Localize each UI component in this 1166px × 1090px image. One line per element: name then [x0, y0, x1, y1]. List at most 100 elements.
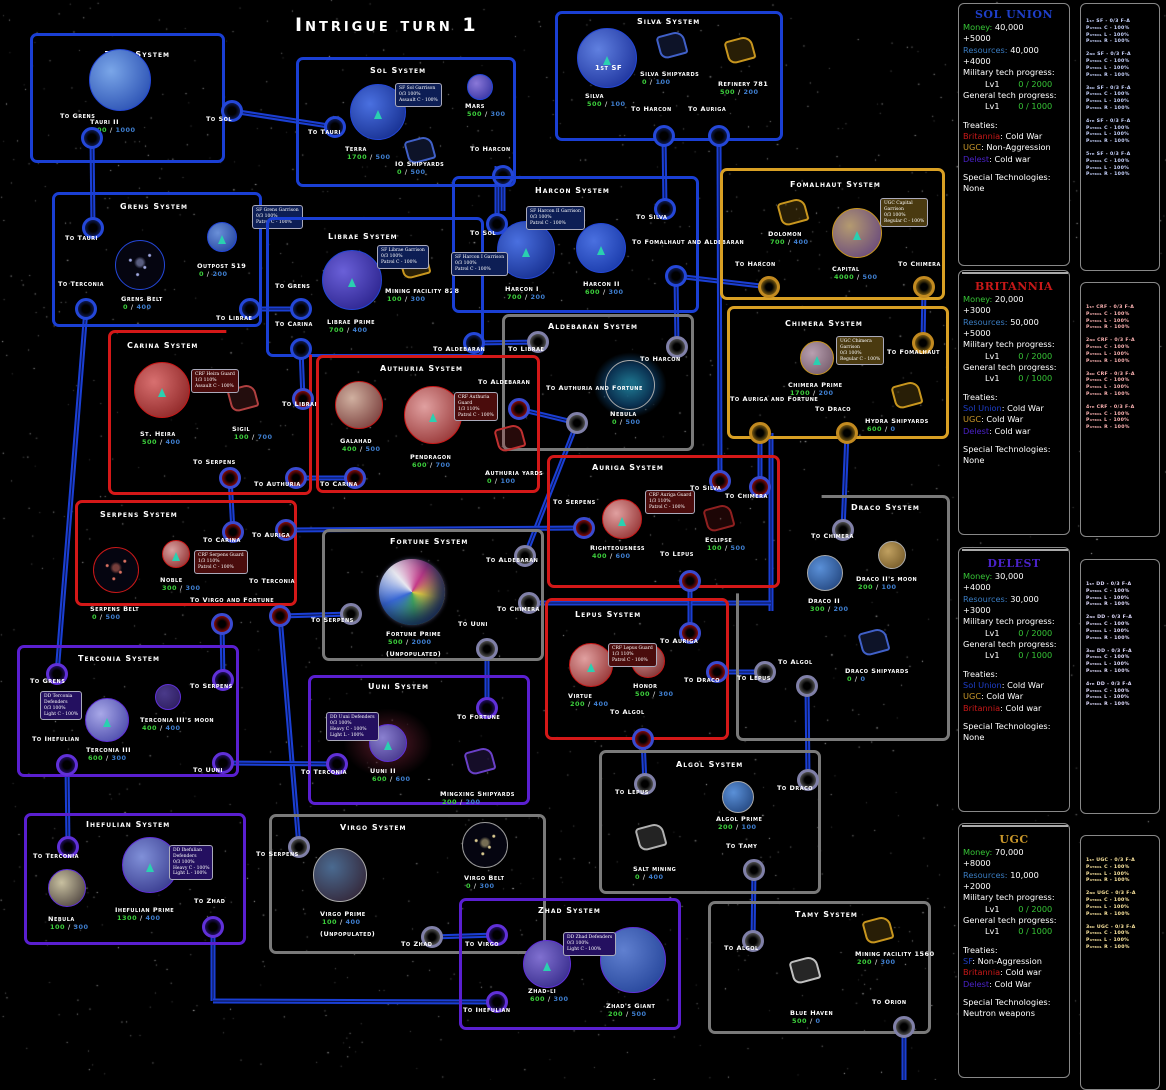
- system-carina[interactable]: [108, 330, 312, 495]
- jump-link-label[interactable]: To Carina: [203, 536, 241, 544]
- asteroid-belt-icon[interactable]: [93, 547, 139, 593]
- jump-node[interactable]: [742, 930, 764, 952]
- fleet-ship-icon[interactable]: [543, 962, 551, 971]
- jump-link-label[interactable]: To Algol: [778, 658, 813, 666]
- system-serpens[interactable]: [75, 500, 297, 606]
- jump-node[interactable]: [239, 298, 261, 320]
- jump-node[interactable]: [743, 859, 765, 881]
- jump-node[interactable]: [202, 916, 224, 938]
- fleet-ship-icon[interactable]: [172, 552, 180, 561]
- jump-node[interactable]: [632, 728, 654, 750]
- fleet-ship-icon[interactable]: [348, 278, 356, 287]
- jump-node[interactable]: [514, 545, 536, 567]
- system-ihefulian[interactable]: [24, 813, 246, 945]
- jump-link-label[interactable]: To Authuria: [254, 480, 301, 488]
- jump-node[interactable]: [573, 517, 595, 539]
- jump-link-label[interactable]: To Harcon: [631, 105, 672, 113]
- jump-link-label[interactable]: To Aldebaran: [433, 345, 486, 353]
- jump-node[interactable]: [518, 592, 540, 614]
- jump-node[interactable]: [288, 836, 310, 858]
- jump-node[interactable]: [708, 125, 730, 147]
- jump-node[interactable]: [709, 470, 731, 492]
- jump-node[interactable]: [211, 613, 233, 635]
- jump-node[interactable]: [221, 100, 243, 122]
- jump-link-label[interactable]: To Lepus: [660, 550, 694, 558]
- garrison-label[interactable]: UGC Capital Garrison 0/3 100% Regular C …: [880, 198, 929, 228]
- jump-link-label[interactable]: To Fomalhaut and Aldebaran: [632, 238, 745, 246]
- jump-link-label[interactable]: To Aldebaran: [478, 378, 531, 386]
- garrison-label[interactable]: DD Terconia Defenders 0/3 100% Light C -…: [40, 691, 83, 721]
- jump-node[interactable]: [486, 991, 508, 1013]
- jump-node[interactable]: [324, 116, 346, 138]
- jump-node[interactable]: [566, 412, 588, 434]
- jump-link-label[interactable]: To Authuria and Fortune: [546, 384, 643, 392]
- system-grens[interactable]: [52, 192, 262, 327]
- system-tamy[interactable]: [708, 901, 931, 1034]
- jump-link-label[interactable]: To Chimera: [725, 492, 768, 500]
- jump-link-label[interactable]: To Lepus: [737, 674, 771, 682]
- jump-link-label[interactable]: To Fomalhaut: [887, 348, 941, 356]
- jump-node[interactable]: [527, 331, 549, 353]
- planet-icon[interactable]: [577, 28, 637, 88]
- jump-node[interactable]: [463, 332, 485, 354]
- jump-link-label[interactable]: To Serpens: [190, 682, 233, 690]
- jump-node[interactable]: [486, 924, 508, 946]
- jump-link-label[interactable]: To Serpens: [193, 458, 236, 466]
- jump-node[interactable]: [486, 213, 508, 235]
- jump-link-label[interactable]: To Auriga: [688, 105, 727, 113]
- fleet-ship-icon[interactable]: [522, 248, 530, 257]
- jump-link-label[interactable]: To Terconia: [58, 280, 104, 288]
- jump-link-label[interactable]: To Harcon: [640, 355, 681, 363]
- jump-link-label[interactable]: To Carina: [275, 320, 313, 328]
- jump-link-label[interactable]: To Auriga: [252, 531, 291, 539]
- system-aldebaran[interactable]: [502, 314, 694, 451]
- planet-icon[interactable]: [878, 541, 906, 569]
- fleet-ship-icon[interactable]: [374, 110, 382, 119]
- jump-node[interactable]: [758, 276, 780, 298]
- jump-node[interactable]: [219, 467, 241, 489]
- jump-link-label[interactable]: To Silva: [636, 213, 668, 221]
- garrison-label[interactable]: SF Sol Garrison 0/3 100% Assault C - 100…: [395, 83, 442, 107]
- garrison-label[interactable]: CRF Heira Guard 1/3 110% Assault C - 100…: [191, 369, 239, 393]
- planet-icon[interactable]: [89, 49, 151, 111]
- jump-link-label[interactable]: To Chimera: [497, 605, 540, 613]
- jump-link-label[interactable]: To Orion: [872, 998, 907, 1006]
- jump-node[interactable]: [81, 127, 103, 149]
- jump-link-label[interactable]: To Draco: [777, 784, 813, 792]
- asteroid-belt-icon[interactable]: [462, 822, 508, 868]
- jump-node[interactable]: [653, 125, 675, 147]
- jump-node[interactable]: [75, 298, 97, 320]
- jump-link-label[interactable]: To Librae: [282, 400, 319, 408]
- jump-node[interactable]: [754, 661, 776, 683]
- jump-node[interactable]: [679, 570, 701, 592]
- jump-link-label[interactable]: To Librae: [508, 345, 545, 353]
- jump-link-label[interactable]: To Serpens: [553, 498, 596, 506]
- system-authuria[interactable]: [316, 355, 540, 493]
- jump-node[interactable]: [893, 1016, 915, 1038]
- jump-link-label[interactable]: To Zhad: [401, 940, 433, 948]
- jump-node[interactable]: [836, 422, 858, 444]
- jump-node[interactable]: [326, 753, 348, 775]
- system-uuni[interactable]: [308, 675, 530, 805]
- garrison-label[interactable]: SF Grens Garrison 0/3 100% Patrol C - 10…: [252, 205, 303, 229]
- jump-link-label[interactable]: To Auriga and Fortune: [730, 395, 819, 403]
- jump-link-label[interactable]: To Chimera: [898, 260, 941, 268]
- jump-node[interactable]: [340, 603, 362, 625]
- jump-node[interactable]: [706, 661, 728, 683]
- jump-link-label[interactable]: To Tauri: [308, 128, 341, 136]
- planet-icon[interactable]: [155, 684, 181, 710]
- jump-node[interactable]: [56, 754, 78, 776]
- jump-node[interactable]: [222, 521, 244, 543]
- jump-node[interactable]: [666, 336, 688, 358]
- garrison-label[interactable]: CRF Lepus Guard 1/3 110% Patrol C - 100%: [608, 643, 657, 667]
- jump-link-label[interactable]: To Librae: [216, 314, 253, 322]
